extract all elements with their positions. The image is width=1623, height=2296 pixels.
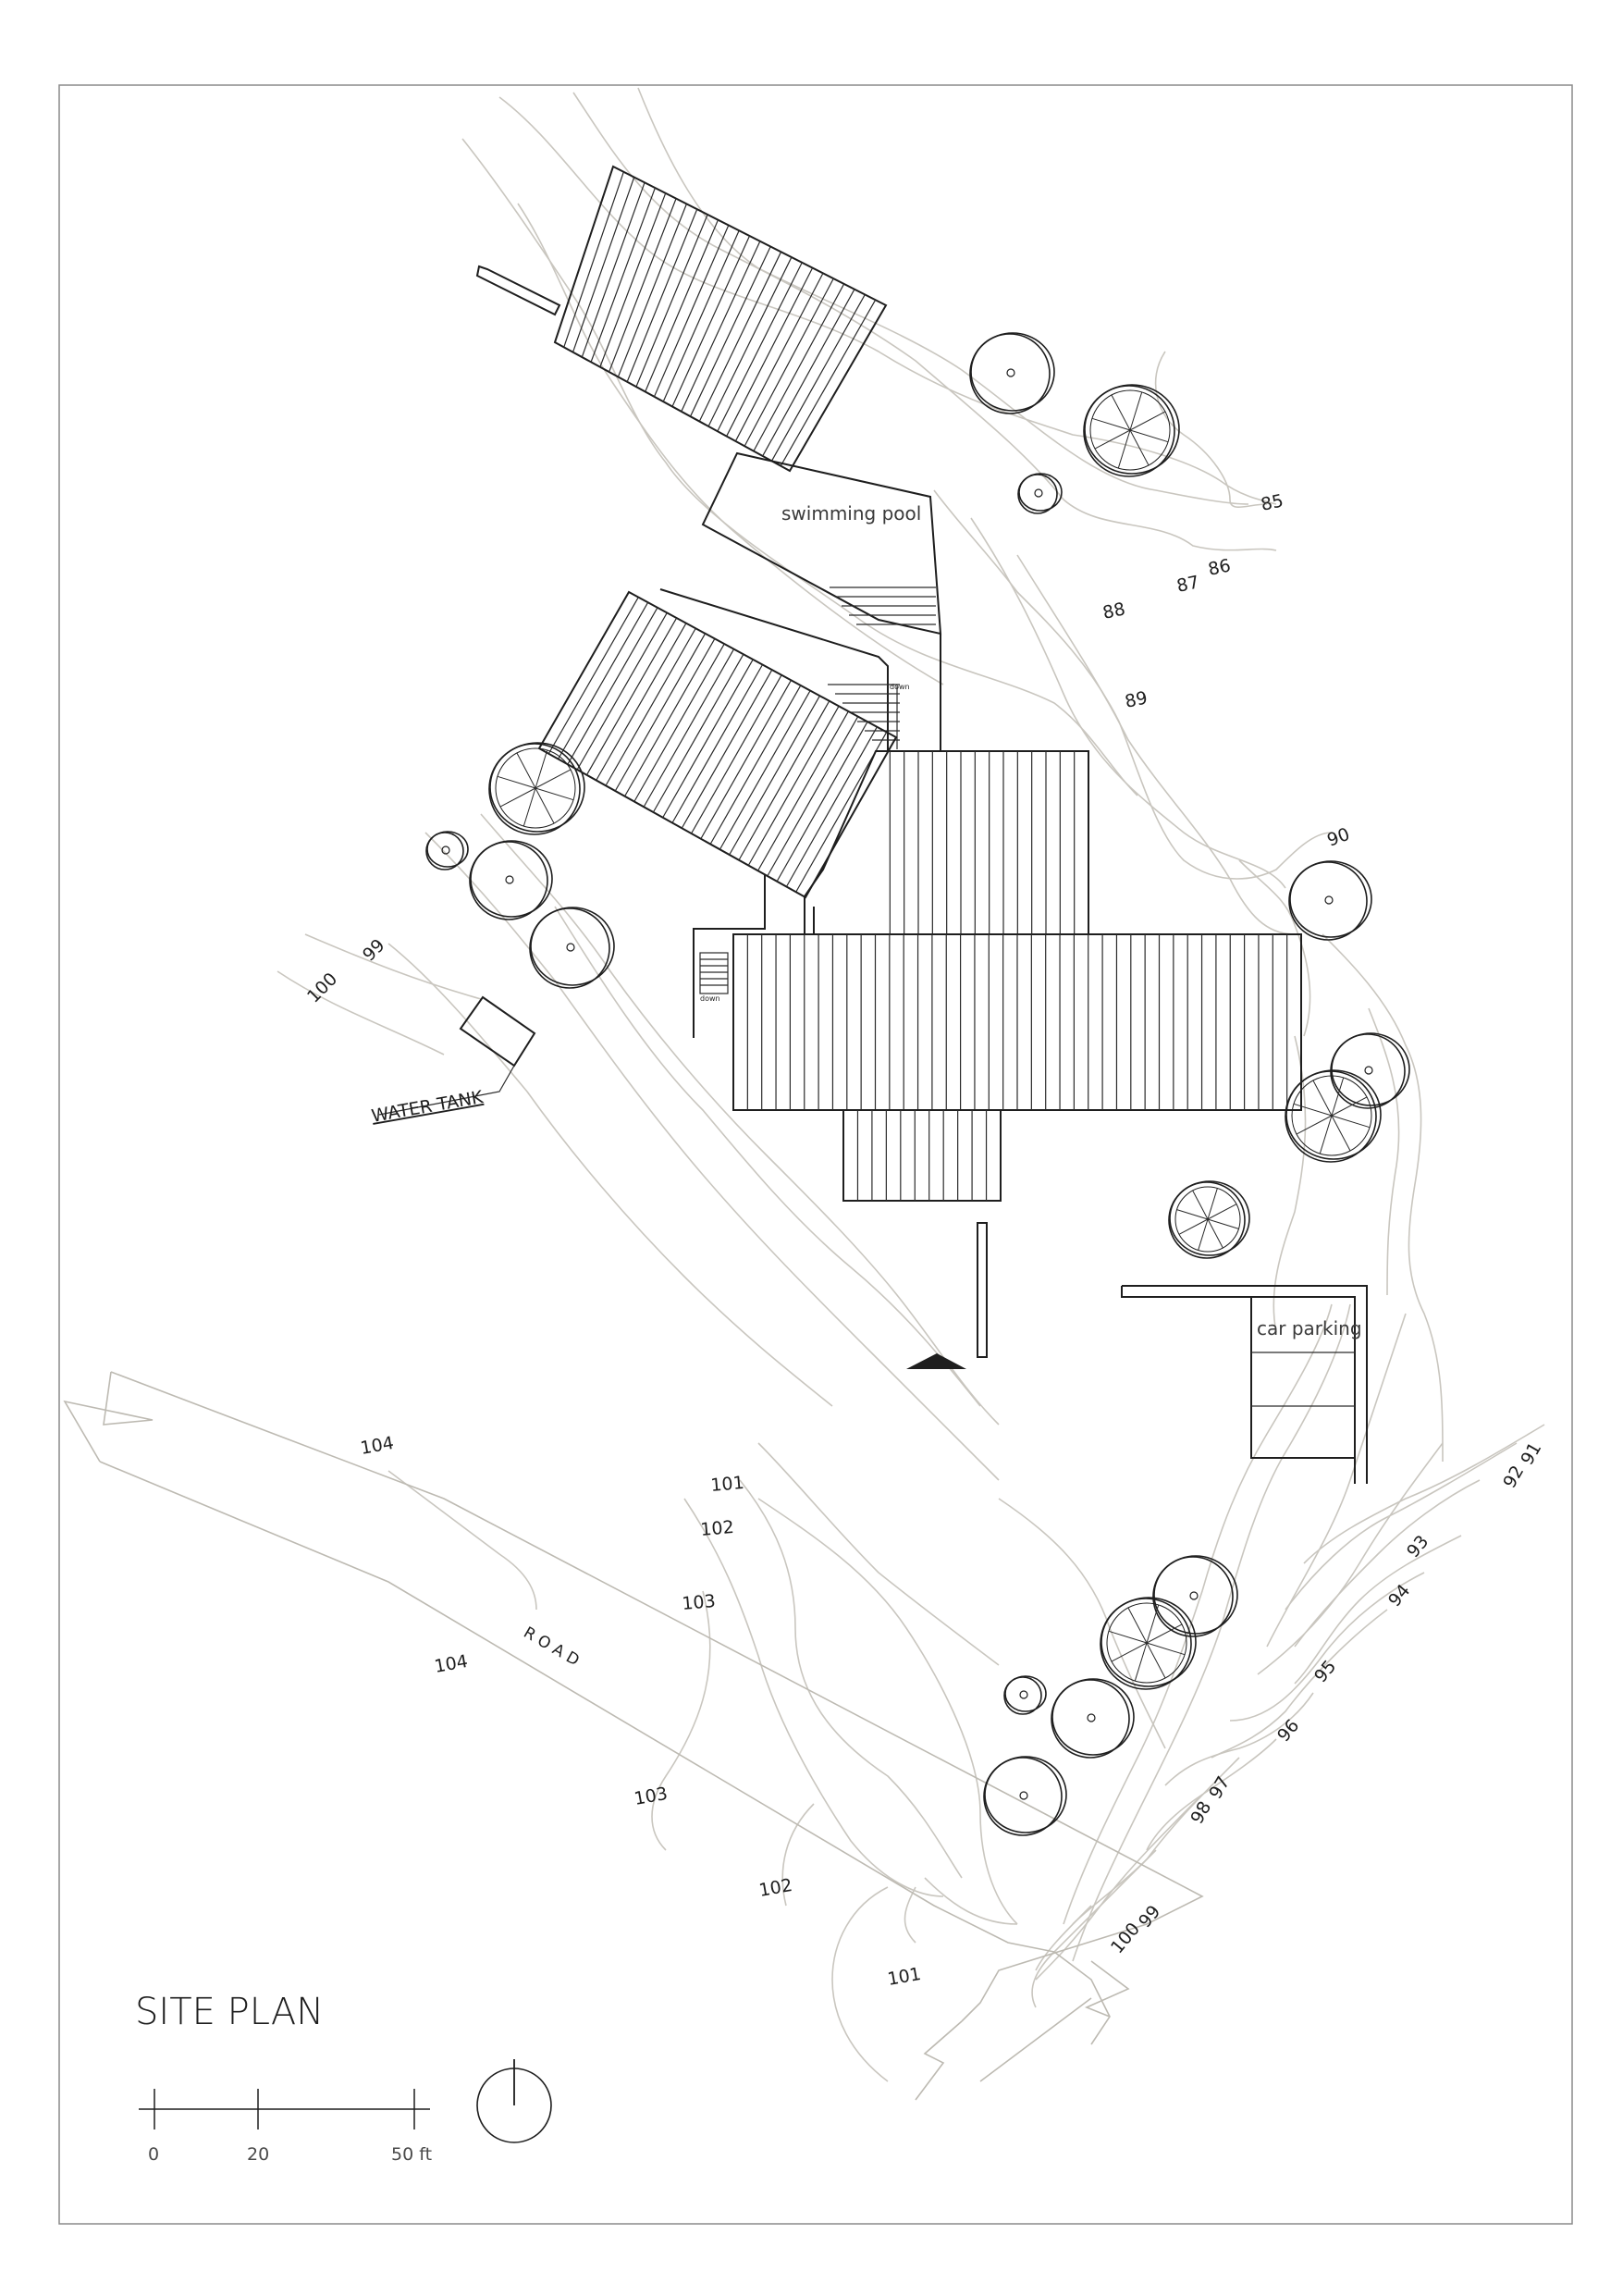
contour-label-102-b: 102 [757, 1875, 794, 1901]
contour-label-97: 97 [1205, 1773, 1234, 1803]
drawing-title: SITE PLAN [135, 1991, 324, 2033]
main-roof-block [732, 933, 1302, 1202]
upper-roof-block [475, 165, 888, 473]
contour-label-103-b: 103 [633, 1784, 670, 1809]
stair-down-label-1: down [890, 683, 910, 691]
swimming-pool: swimming pool [701, 451, 942, 636]
trees [425, 332, 1410, 1836]
contour-label-101-b: 101 [886, 1964, 923, 1990]
water-tank-label: WATER TANK [370, 1087, 485, 1127]
contour-label-89: 89 [1123, 687, 1149, 712]
stair-down-label-2: down [700, 994, 720, 1003]
contour-label-104-a: 104 [359, 1433, 396, 1459]
contour-label-90: 90 [1324, 824, 1352, 851]
contour-label-100-east: 100 [1107, 1919, 1144, 1957]
contour-label-86: 86 [1206, 555, 1232, 580]
car-parking: car parking [1121, 1285, 1368, 1484]
contour-label-85: 85 [1259, 490, 1285, 515]
contour-label-87: 87 [1174, 572, 1200, 597]
contour-label-95: 95 [1310, 1657, 1340, 1687]
contour-label-88: 88 [1100, 599, 1126, 623]
contour-label-91: 91 [1517, 1439, 1545, 1469]
scale-tick-50: 50 ft [391, 2144, 432, 2165]
drawing-frame [58, 84, 1573, 2225]
north-arrow-icon [476, 2059, 552, 2143]
entrance-path [977, 1222, 988, 1358]
contour-label-102-a: 102 [700, 1517, 735, 1540]
scale-tick-0: 0 [148, 2144, 159, 2165]
scale-tick-20: 20 [247, 2144, 269, 2165]
road-label: R O A D [521, 1623, 583, 1670]
car-parking-label: car parking [1257, 1317, 1362, 1339]
contour-label-99-west: 99 [359, 935, 389, 966]
road [63, 1371, 1204, 2101]
contour-label-101-a: 101 [710, 1473, 745, 1496]
contour-label-94: 94 [1384, 1581, 1414, 1611]
scale-bar: 0 20 50 ft [139, 2089, 432, 2165]
contour-labels: 85 86 87 88 89 90 91 92 93 94 95 96 97 9… [303, 490, 1545, 1990]
contour-label-103-a: 103 [682, 1591, 717, 1614]
contour-label-100-west: 100 [303, 969, 341, 1006]
contour-label-93: 93 [1403, 1532, 1432, 1562]
pool-stairs: down [659, 588, 941, 751]
contour-lines [277, 87, 1545, 2082]
swimming-pool-label: swimming pool [781, 502, 921, 525]
contour-label-92: 92 [1499, 1463, 1528, 1492]
contour-label-96: 96 [1273, 1716, 1303, 1747]
water-tank: WATER TANK [370, 995, 536, 1127]
contour-label-104-b: 104 [433, 1651, 470, 1677]
entrance-arrow [906, 1353, 966, 1369]
west-stair: down [693, 874, 815, 1038]
middle-roof-block [537, 590, 898, 899]
